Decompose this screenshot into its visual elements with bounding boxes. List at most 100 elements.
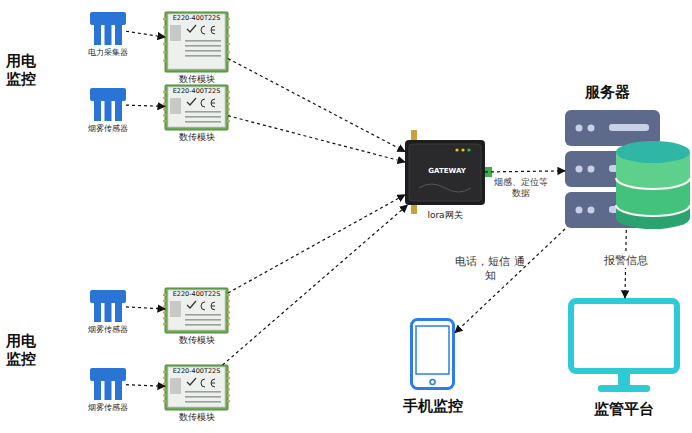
phone-body: [412, 320, 454, 389]
pad: [163, 300, 166, 302]
pad: [163, 371, 166, 373]
sensor-graphic: [90, 368, 126, 400]
pad: [227, 43, 230, 45]
print-line: [185, 40, 221, 42]
sensor-label: 电力采集器: [76, 48, 140, 57]
module-model: E220-400T22S: [171, 291, 222, 299]
monitor-base: [598, 385, 650, 392]
gateway-brand: GATEWAY: [425, 167, 469, 175]
dashed-arrow: [485, 171, 565, 172]
module-label: 数传模块: [165, 335, 228, 346]
dashed-arrow: [126, 105, 165, 106]
antenna-sticker: [170, 98, 181, 114]
pad: [227, 294, 230, 296]
pad: [163, 317, 166, 319]
status-led: [467, 148, 470, 151]
case-decoration: [419, 184, 471, 192]
pad: [227, 26, 230, 28]
server-graphic: [565, 110, 690, 230]
pad: [227, 400, 230, 402]
pad: [227, 383, 230, 385]
module-label: 数传模块: [165, 132, 228, 143]
sensor-pin: [105, 24, 112, 45]
print-line: [185, 45, 221, 47]
sensor-graphic: [90, 290, 126, 322]
edge-label: 烟感、定位等 数据: [490, 177, 552, 198]
gateway-label: lora网关: [405, 210, 485, 221]
ce-mark: [201, 99, 215, 107]
pad: [163, 394, 166, 396]
sensor-pin: [105, 302, 112, 322]
server-unit: [565, 110, 660, 146]
check-mark: [187, 378, 196, 385]
sensor-node: 烟雾传感器: [90, 368, 126, 400]
pcb-board: [165, 12, 228, 72]
monitor-graphic: [568, 298, 680, 393]
dashed-arrow: [126, 307, 165, 309]
database-band: [616, 205, 690, 216]
pad: [227, 323, 230, 325]
drive-bay: [609, 124, 649, 131]
metal-shield: [168, 290, 225, 330]
sensor-pin: [115, 100, 122, 121]
module-node: E220-400T22S数传模块: [165, 365, 228, 410]
terminal-block: [485, 167, 492, 177]
sensor-pin: [105, 100, 112, 121]
pad: [227, 114, 230, 116]
print-line: [185, 116, 221, 118]
phone-node: 手机监控: [410, 318, 455, 390]
module-label: 数传模块: [165, 412, 228, 423]
metal-shield: [168, 87, 225, 127]
pad: [163, 109, 166, 111]
phone-screen: [416, 326, 449, 374]
pcb-board: [165, 288, 228, 333]
monitor-node: 监管平台: [568, 298, 680, 393]
power-light: [588, 207, 595, 214]
ce-mark: [201, 379, 215, 387]
pad: [227, 35, 230, 37]
power-light: [576, 207, 583, 214]
edge-label: 报警信息: [601, 254, 651, 268]
module-node: E220-400T22S数传模块: [165, 288, 228, 333]
server-title: 服务器: [577, 84, 637, 102]
sensor-head: [90, 368, 126, 381]
monitor-title: 监管平台: [568, 401, 680, 419]
pad: [163, 26, 166, 28]
home-button: [430, 380, 435, 385]
pad: [227, 300, 230, 302]
pad: [227, 103, 230, 105]
pcb-board: [165, 85, 228, 130]
sensor-pin: [115, 380, 122, 400]
sensor-label: 烟雾传感器: [76, 325, 140, 334]
pad: [227, 371, 230, 373]
metal-shield: [168, 367, 225, 407]
antenna-connector: [411, 204, 417, 214]
print-line: [185, 391, 221, 393]
pad: [227, 109, 230, 111]
dashed-arrow: [126, 385, 165, 387]
monitor-screen: [571, 301, 677, 371]
pad: [227, 120, 230, 122]
module-node: E220-400T22S数传模块: [165, 12, 228, 72]
pad: [163, 294, 166, 296]
pad: [227, 91, 230, 93]
group-label: 用电 监控: [6, 52, 40, 88]
antenna-sticker: [170, 25, 181, 41]
gateway-panel: [409, 144, 481, 201]
status-led: [455, 148, 458, 151]
sensor-label: 烟雾传感器: [76, 403, 140, 412]
pad: [163, 60, 166, 62]
server-node: 服务器: [565, 110, 690, 230]
pcb-board: [165, 365, 228, 410]
pad: [163, 120, 166, 122]
pad: [163, 91, 166, 93]
pad: [163, 400, 166, 402]
sensor-head: [90, 12, 126, 25]
sensor-pin: [115, 302, 122, 322]
module-label: 数传模块: [165, 74, 228, 85]
pad: [163, 18, 166, 20]
pad: [227, 389, 230, 391]
sensor-node: 烟雾传感器: [90, 290, 126, 322]
ce-mark: [201, 26, 215, 34]
